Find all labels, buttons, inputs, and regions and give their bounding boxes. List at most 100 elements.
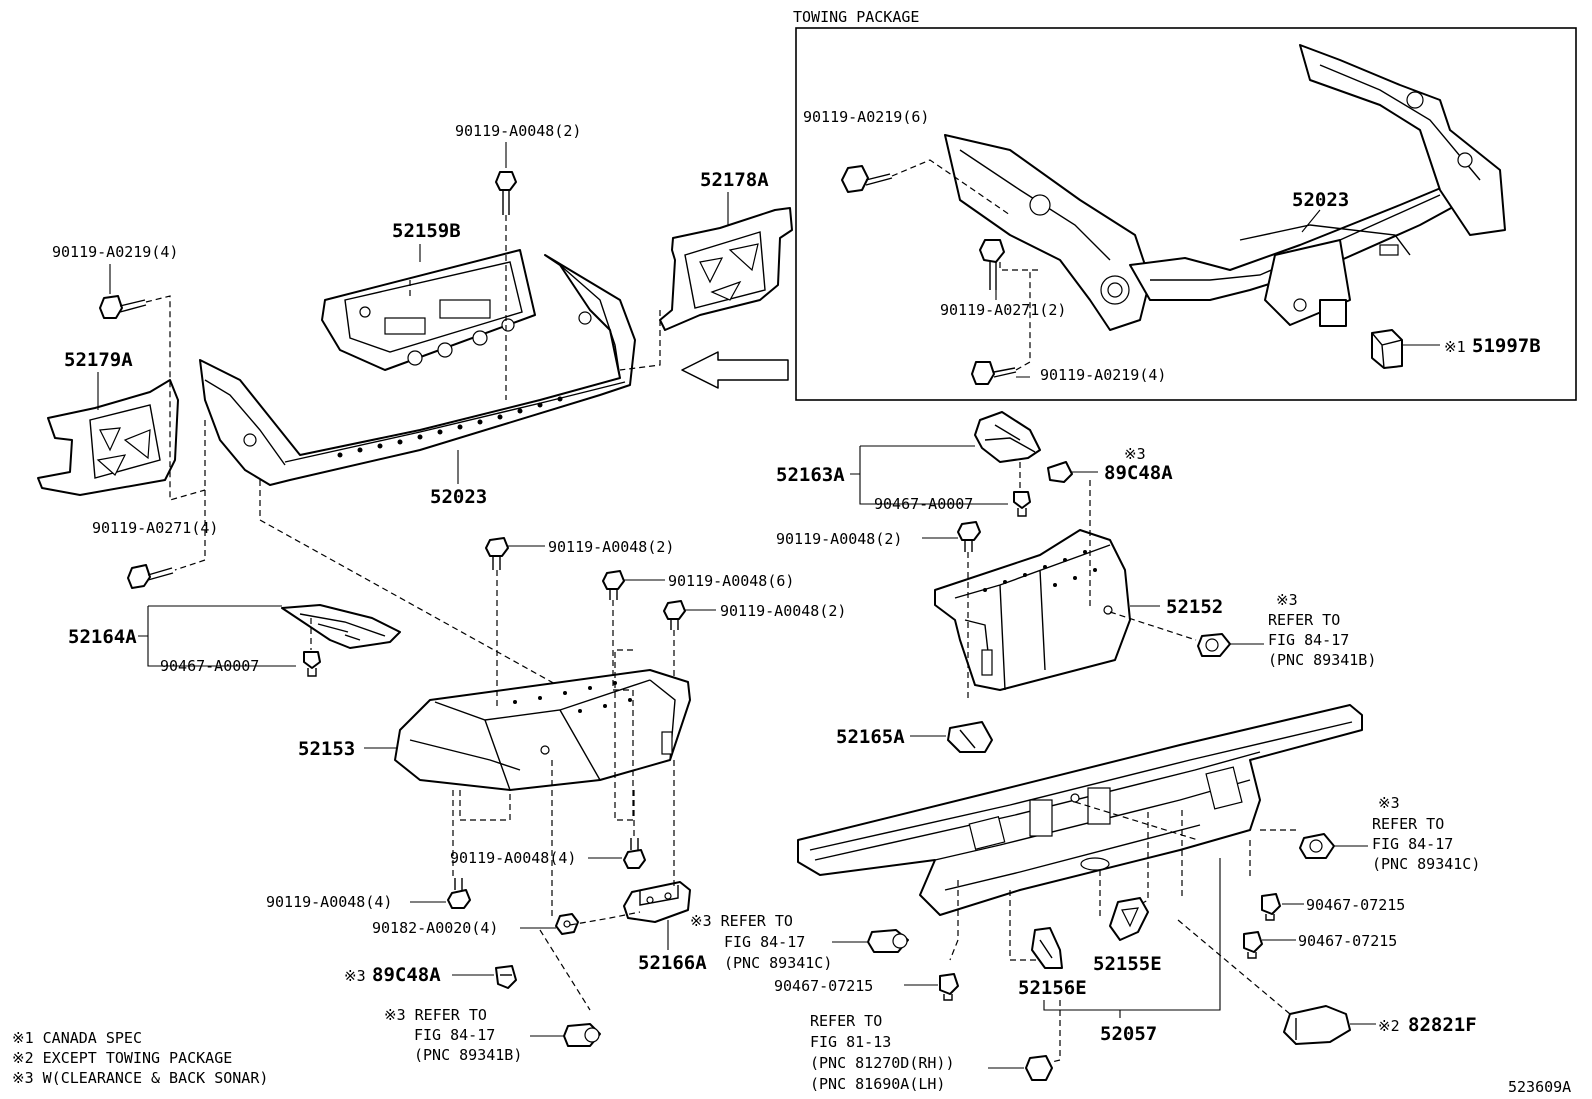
label-bracket-small: 52165A [836, 726, 905, 748]
label-bolt-mid2: 90119-A0048(6) [668, 572, 794, 590]
ref-left-bottom-line3: (PNC 89341B) [414, 1046, 522, 1064]
clip-icon [939, 973, 959, 1001]
ref-right-top-line3: FIG 84-17 [1268, 631, 1349, 649]
ref-right-top-line4: (PNC 89341B) [1268, 651, 1376, 669]
label-plug: 51997B [1472, 335, 1541, 357]
diagram-id: 523609A [1508, 1078, 1571, 1096]
brace-drawing [623, 881, 691, 923]
label-clip-right: 90467-A0007 [874, 495, 973, 513]
label-sensor-bracket-note: ※3 [344, 967, 366, 985]
bracket-155-drawing [1109, 897, 1149, 941]
clip-icon [1013, 491, 1031, 517]
sensor-bracket-icon [1047, 461, 1073, 483]
ref-right-top-line2: REFER TO [1268, 611, 1340, 629]
ref-right-mid-line2: REFER TO [1372, 815, 1444, 833]
step-pad-drawing [797, 704, 1363, 916]
sensor-bracket-icon [495, 965, 517, 989]
bolt-icon [485, 537, 509, 570]
ref-right-top-line1: ※3 [1276, 591, 1298, 609]
bracket-156-drawing [1031, 927, 1063, 969]
ref-license-line4: (PNC 81690A(LH) [810, 1075, 945, 1093]
bolt-icon [602, 570, 625, 600]
label-bolt-lower-left: 90119-A0048(4) [266, 893, 392, 911]
label-plug-note: ※1 [1444, 338, 1466, 356]
bolt-icon [971, 361, 1017, 385]
clip-icon [1261, 893, 1281, 921]
label-bracket-left: 52179A [64, 349, 133, 371]
note-3: ※3 W(CLEARANCE & BACK SONAR) [12, 1069, 268, 1087]
bolt-icon [841, 165, 893, 193]
ref-center-line1: ※3 REFER TO [690, 912, 793, 930]
bracket-left-drawing [37, 379, 179, 496]
bolt-icon [447, 878, 471, 909]
sonar-sensor-icon [867, 929, 909, 953]
label-pad-left: 52164A [68, 626, 137, 648]
towing-package-title: TOWING PACKAGE [793, 8, 919, 26]
sonar-sensor-icon [563, 1023, 601, 1047]
ref-center-line3: (PNC 89341C) [724, 954, 832, 972]
plate-center-drawing [321, 249, 536, 371]
label-bracket-155: 52155E [1093, 953, 1162, 975]
label-bracket-156: 52156E [1018, 977, 1087, 999]
ref-license-line1: REFER TO [810, 1012, 882, 1030]
label-bracket-r: 89C48A [1104, 462, 1173, 484]
label-step-pad: 52057 [1100, 1023, 1157, 1045]
towing-package-frame [795, 27, 1577, 401]
ref-center-line2: FIG 84-17 [724, 933, 805, 951]
pad-right-drawing [974, 411, 1041, 463]
ref-license-line3: (PNC 81270D(RH)) [810, 1054, 955, 1072]
label-lamp-note: ※2 [1378, 1017, 1400, 1035]
label-bolt-top: 90119-A0048(2) [455, 122, 581, 140]
label-hitch: 52023 [1292, 189, 1349, 211]
bracket-right-drawing [659, 207, 793, 331]
lamp-icon [1283, 1005, 1351, 1045]
clip-icon [1243, 931, 1263, 959]
ref-right-mid-line4: (PNC 89341C) [1372, 855, 1480, 873]
label-bolt-a0271: 90119-A0271(2) [940, 301, 1066, 319]
label-lamp: 82821F [1408, 1014, 1477, 1036]
label-bolt-lower-mid: 90119-A0048(4) [450, 849, 576, 867]
label-bolt-4: 90119-A0219(4) [1040, 366, 1166, 384]
label-bolt-a0271-left: 90119-A0271(4) [92, 519, 218, 537]
label-bolt-left: 90119-A0219(4) [52, 243, 178, 261]
label-clip-07215-b: 90467-07215 [1298, 932, 1397, 950]
label-nut: 90182-A0020(4) [372, 919, 498, 937]
label-clip-07215-a: 90467-07215 [1306, 896, 1405, 914]
clip-icon [303, 651, 321, 677]
bolt-icon [957, 521, 981, 552]
label-bolt-mid3: 90119-A0048(2) [720, 602, 846, 620]
label-bracket-r-note: ※3 [1124, 445, 1146, 463]
label-pad-right: 52163A [776, 464, 845, 486]
ref-left-bottom-line2: FIG 84-17 [414, 1026, 495, 1044]
bolt-icon [127, 564, 174, 589]
label-bolt-right: 90119-A0048(2) [776, 530, 902, 548]
label-sensor-bracket: 89C48A [372, 964, 441, 986]
bolt-icon [495, 171, 517, 215]
bumper-right-drawing [934, 529, 1131, 691]
bolt-icon [979, 239, 1005, 290]
license-lamp-icon [1025, 1055, 1053, 1081]
ref-right-mid-line1: ※3 [1378, 794, 1400, 812]
ref-left-bottom-line1: ※3 REFER TO [384, 1006, 487, 1024]
note-2: ※2 EXCEPT TOWING PACKAGE [12, 1049, 232, 1067]
bolt-icon [663, 600, 686, 630]
pad-left-drawing [281, 604, 401, 649]
label-reinforcement: 52023 [430, 486, 487, 508]
hitch-drawing [944, 44, 1506, 331]
ref-right-mid-line3: FIG 84-17 [1372, 835, 1453, 853]
nut-icon [555, 913, 579, 935]
label-clip-07215-c: 90467-07215 [774, 977, 873, 995]
sonar-sensor-icon [1197, 633, 1231, 657]
label-bolt-mid1: 90119-A0048(2) [548, 538, 674, 556]
label-brace: 52166A [638, 952, 707, 974]
bumper-left-drawing [394, 669, 691, 791]
hitch-plug-icon [1371, 329, 1403, 369]
reinforcement-drawing [199, 254, 636, 486]
label-clip-left: 90467-A0007 [160, 657, 259, 675]
note-1: ※1 CANADA SPEC [12, 1029, 142, 1047]
towing-package-inset: TOWING PACKAGE [793, 8, 1577, 401]
bolt-icon [99, 295, 147, 319]
bolt-icon [623, 838, 646, 869]
label-bumper-right: 52152 [1166, 596, 1223, 618]
